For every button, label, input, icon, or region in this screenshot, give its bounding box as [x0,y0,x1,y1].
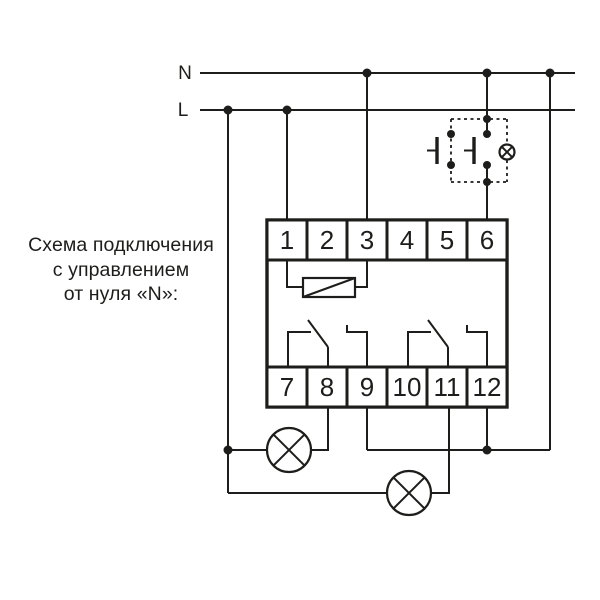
phase-label: L [178,100,189,121]
terminal-cell-12 [465,365,509,409]
junction-dots [223,68,555,455]
push-button-right [464,137,476,164]
terminal-number-9: 9 [360,372,374,402]
relay-device: 1 2 3 4 5 6 [265,218,509,409]
junction-dot [223,445,233,455]
contact-left-arm [307,319,329,348]
button-terminal-dot [483,130,491,138]
junction-dot [545,68,555,78]
terminal-number-7: 7 [280,372,294,402]
push-button-enclosure [427,118,516,183]
phase-rail: L [178,100,575,121]
terminal-number-11: 11 [434,372,461,402]
terminal-number-3: 3 [360,225,374,255]
terminal-cell-2 [305,218,349,262]
terminal-cell-9 [345,365,389,409]
terminal-cell-6 [465,218,509,262]
wire-lamp2-to-terminal-11 [431,407,450,494]
caption-line-2: с управлением [52,258,190,281]
contact-right-fixed-nc [407,331,431,367]
lamp-cross-2 [500,145,514,159]
wire-lamp1-to-terminal-8 [311,407,329,451]
caption-line-1: Схема подключения [28,234,214,256]
junction-dot [362,68,372,78]
contact-symbol-left [287,319,368,367]
junction-dot [483,178,491,186]
coil-wire-right [355,260,368,288]
lamp-load-2 [385,469,433,517]
junction-dot [482,445,492,455]
junction-dot [483,115,491,123]
wires [227,73,551,494]
terminal-number-8: 8 [320,372,334,402]
coil-symbol [286,260,368,299]
coil-diagonal [302,277,356,298]
neutral-rail: N [178,63,575,84]
contact-right-arm [427,319,449,348]
button-terminal-dot [447,130,455,138]
terminal-cell-7 [265,365,309,409]
lamp-cross-2 [392,476,426,510]
terminal-number-4: 4 [400,225,414,255]
neutral-label: N [178,63,192,84]
coil-wire-left [286,260,303,288]
junction-dot [282,105,292,115]
contact-right-fixed-no [466,325,488,367]
terminal-number-12: 12 [473,372,502,402]
terminal-number-6: 6 [480,225,494,255]
terminal-row-bottom: 7 8 9 10 11 12 [265,365,509,409]
terminal-cell-4 [385,218,429,262]
schematic-caption: Схема подключения с управлением от нуля … [14,233,228,307]
lamp-load-1 [265,426,313,474]
terminal-number-2: 2 [320,225,334,255]
junction-dot [482,68,492,78]
contact-symbol-right [407,319,488,367]
button-terminal-dot [447,161,455,169]
caption-line-3: от нуля «N»: [63,283,179,305]
terminal-number-10: 10 [393,372,422,402]
terminal-row-top: 1 2 3 4 5 6 [265,218,509,262]
contact-left-fixed-nc [287,331,311,367]
terminal-number-1: 1 [280,225,294,255]
indicator-lamp [498,143,516,161]
lamp-cross-2 [272,433,306,467]
push-button-left [427,137,439,164]
button-terminal-dot [483,161,491,169]
contact-left-fixed-no [346,325,368,367]
junction-dot [223,105,233,115]
terminal-number-5: 5 [440,225,454,255]
